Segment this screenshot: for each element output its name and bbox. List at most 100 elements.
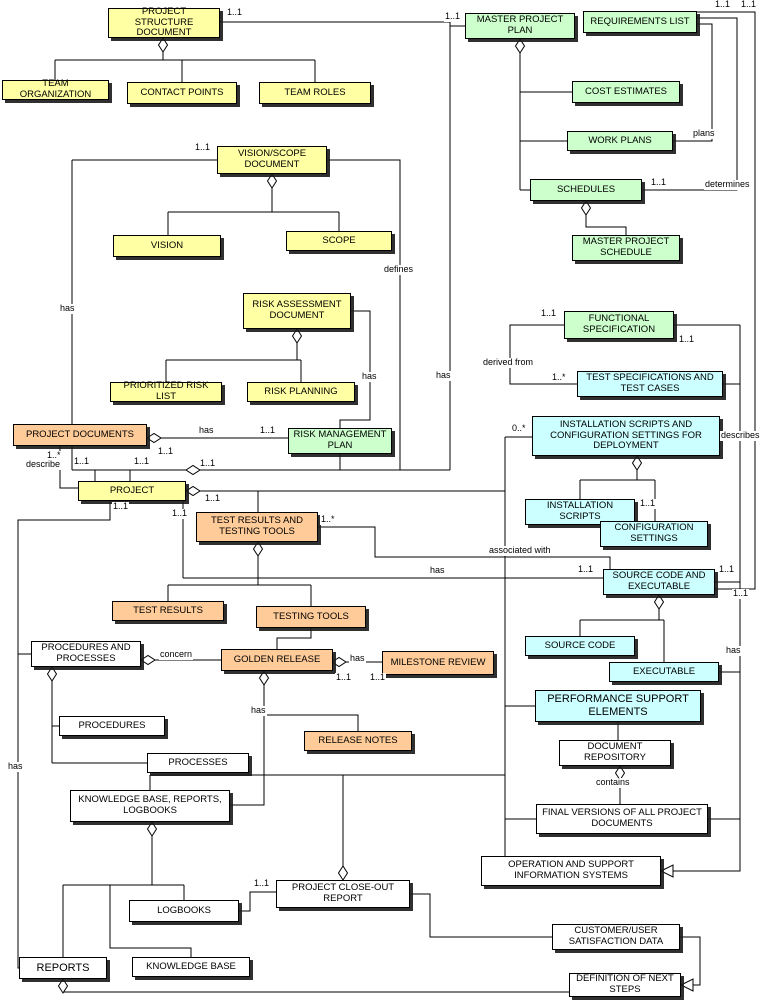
node-label: REQUIREMENTS LIST — [590, 15, 690, 27]
node-label: TEAM ORGANIZATION — [19, 78, 92, 100]
node-operation-and-support-information-systems: OPERATION AND SUPPORT INFORMATION SYSTEM… — [481, 856, 661, 886]
node-label: PROCESSES — [168, 756, 228, 768]
node-label: COST ESTIMATES — [585, 85, 667, 97]
multiplicity-label: 1..* — [551, 372, 567, 383]
node-label: DOCUMENT REPOSITORY — [584, 741, 646, 763]
node-document-repository: DOCUMENT REPOSITORY — [559, 740, 671, 766]
node-knowledge-base: KNOWLEDGE BASE — [132, 957, 250, 977]
node-label: PROJECT CLOSE-OUT REPORT — [291, 882, 395, 904]
node-final-versions-of-all-project-documents: FINAL VERSIONS OF ALL PROJECT DOCUMENTS — [536, 804, 708, 834]
node-label: RELEASE NOTES — [318, 734, 398, 746]
node-label: TEST RESULTS AND TESTING TOOLS — [210, 515, 304, 537]
relationship-label: describes — [720, 430, 761, 441]
node-label: TESTING TOOLS — [273, 610, 349, 622]
node-label: PROJECT — [109, 484, 155, 496]
node-performance-support-elements: PERFORMANCE SUPPORT ELEMENTS — [535, 690, 701, 722]
node-installation-scripts: INSTALLATION SCRIPTS — [525, 499, 635, 525]
multiplicity-label: 1..1 — [157, 446, 175, 457]
node-label: RISK PLANNING — [264, 385, 338, 397]
relationship-label: has — [361, 371, 378, 382]
relationship-label: contains — [595, 777, 631, 788]
node-customer-user-satisfaction-data: CUSTOMER/USER SATISFACTION DATA — [552, 924, 680, 950]
node-release-notes: RELEASE NOTES — [304, 731, 412, 751]
relationship-label: describe — [25, 459, 62, 470]
node-cost-estimates: COST ESTIMATES — [572, 81, 680, 103]
node-label: SOURCE CODE — [544, 639, 616, 651]
node-master-project-schedule: MASTER PROJECT SCHEDULE — [572, 235, 680, 261]
node-golden-release: GOLDEN RELEASE — [221, 649, 333, 671]
relationship-label: has — [349, 653, 366, 664]
node-label: KNOWLEDGE BASE, REPORTS, LOGBOOKS — [78, 794, 222, 816]
connector-lines — [17, 11, 756, 993]
relationship-label: has — [435, 370, 452, 381]
node-label: INSTALLATION SCRIPTS — [546, 500, 614, 522]
multiplicity-label: 1..1 — [112, 501, 130, 512]
multiplicity-label: 1..1 — [171, 508, 189, 519]
node-requirements-list: REQUIREMENTS LIST — [583, 11, 697, 33]
node-testing-tools: TESTING TOOLS — [256, 606, 366, 628]
relationship-label: has — [7, 761, 24, 772]
node-team-roles: TEAM ROLES — [259, 82, 371, 104]
node-test-results-and-testing-tools: TEST RESULTS AND TESTING TOOLS — [196, 512, 318, 542]
node-vision: VISION — [113, 235, 221, 257]
multiplicity-label: 1..1 — [259, 425, 277, 436]
node-master-project-plan: MASTER PROJECT PLAN — [465, 13, 575, 39]
relationship-label: plans — [692, 128, 716, 139]
node-schedules: SCHEDULES — [530, 179, 642, 201]
node-vision-scope-document: VISION/SCOPE DOCUMENT — [217, 146, 327, 174]
relationship-label: associated with — [488, 545, 552, 556]
relationship-label: has — [59, 303, 76, 314]
node-label: MASTER PROJECT PLAN — [476, 14, 564, 36]
node-risk-management-plan: RISK MANAGEMENT PLAN — [288, 428, 392, 454]
node-label: PROCEDURES — [78, 719, 146, 731]
node-label: EXECUTABLE — [632, 665, 696, 677]
multiplicity-label: 1..1 — [73, 456, 91, 467]
node-label: FUNCTIONAL SPECIFICATION — [582, 313, 656, 335]
node-milestone-review: MILESTONE REVIEW — [382, 651, 494, 675]
node-risk-planning: RISK PLANNING — [247, 382, 355, 402]
node-project-structure-document: PROJECT STRUCTURE DOCUMENT — [108, 5, 220, 39]
node-label: SOURCE CODE AND EXECUTABLE — [612, 570, 706, 592]
multiplicity-label: 1..* — [46, 450, 62, 461]
node-label: TEAM ROLES — [284, 86, 346, 98]
node-label: RISK MANAGEMENT PLAN — [293, 429, 387, 451]
relationship-label: has — [429, 565, 446, 576]
node-label: PROJECT STRUCTURE DOCUMENT — [134, 5, 194, 39]
node-project-documents: PROJECT DOCUMENTS — [13, 424, 147, 446]
multiplicity-label: 1..1 — [199, 458, 217, 469]
node-label: SCOPE — [322, 234, 356, 246]
node-reports: REPORTS — [19, 957, 107, 979]
relationship-label: determines — [704, 179, 751, 190]
multiplicity-label: 1..1 — [678, 334, 696, 345]
multiplicity-label: 1..1 — [194, 142, 212, 153]
relationship-label: has — [250, 705, 267, 716]
node-installation-scripts-and-configuration-settings-for-deployment: INSTALLATION SCRIPTS AND CONFIGURATION S… — [532, 416, 720, 456]
node-work-plans: WORK PLANS — [567, 131, 673, 151]
node-source-code-and-executable: SOURCE CODE AND EXECUTABLE — [603, 569, 715, 595]
relationship-label: derived from — [482, 357, 535, 368]
multiplicity-label: 1..1 — [204, 493, 222, 504]
node-prioritized-risk-list: PRIORITIZED RISK LIST — [110, 380, 222, 402]
node-logbooks: LOGBOOKS — [129, 900, 239, 922]
node-label: CONTACT POINTS — [140, 86, 224, 98]
node-label: MASTER PROJECT SCHEDULE — [582, 236, 670, 258]
node-label: TEST SPECIFICATIONS AND TEST CASES — [586, 372, 714, 394]
generalization-arrow-icons — [659, 864, 694, 992]
node-label: DEFINITION OF NEXT STEPS — [576, 973, 674, 995]
node-contact-points: CONTACT POINTS — [127, 82, 237, 104]
node-team-organization: TEAM ORGANIZATION — [2, 78, 109, 100]
multiplicity-label: 1..1 — [335, 672, 353, 683]
multiplicity-label: 1..1 — [133, 456, 151, 467]
node-label: CONFIGURATION SETTINGS — [614, 522, 694, 544]
multiplicity-label: 1..1 — [732, 588, 750, 599]
node-project-close-out-report: PROJECT CLOSE-OUT REPORT — [276, 880, 410, 908]
relationship-label: has — [725, 645, 742, 656]
node-label: TEST RESULTS — [133, 604, 203, 616]
node-configuration-settings: CONFIGURATION SETTINGS — [600, 521, 708, 547]
multiplicity-label: 1..1 — [577, 564, 595, 575]
multiplicity-label: 1..1 — [226, 7, 244, 18]
node-risk-assessment-document: RISK ASSESSMENT DOCUMENT — [243, 293, 351, 329]
node-label: VISION — [150, 239, 184, 251]
node-project: PROJECT — [78, 481, 186, 501]
